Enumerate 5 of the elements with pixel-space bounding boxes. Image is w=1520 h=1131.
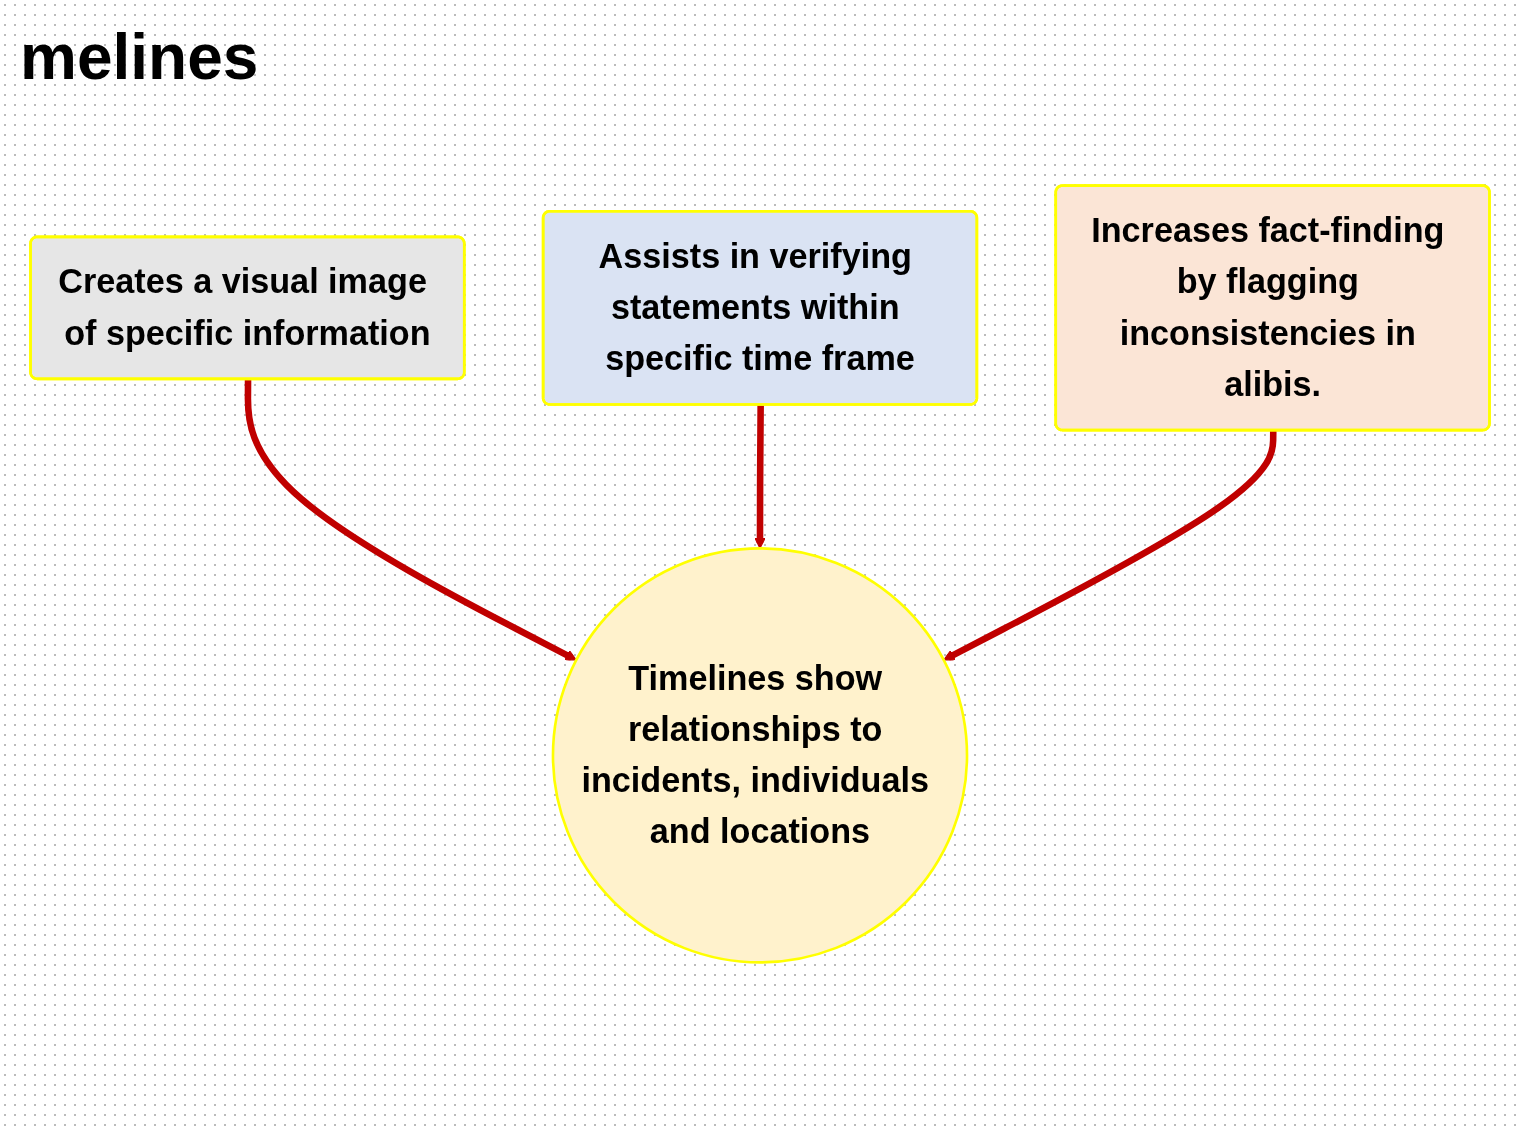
node-circle: Timelines show relationships to incidents, individuals and locations (551, 547, 969, 964)
arrow (943, 430, 1277, 661)
arrow (244, 379, 577, 661)
arrow (754, 405, 766, 549)
slide-title: melines (20, 20, 260, 94)
